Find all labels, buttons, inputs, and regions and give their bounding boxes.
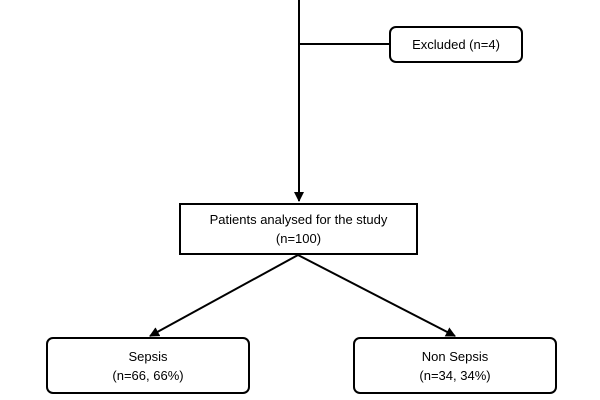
non-sepsis-count: (n=34, 34%) [419, 367, 491, 383]
sepsis-title: Sepsis [128, 348, 168, 364]
sepsis-box: Sepsis (n=66, 66%) [46, 337, 250, 394]
patients-analysed-box: Patients analysed for the study (n=100) [179, 203, 418, 255]
excluded-label: Excluded (n=4) [412, 37, 500, 52]
sepsis-arrow [149, 254, 299, 337]
excluded-box: Excluded (n=4) [389, 26, 523, 63]
sepsis-count: (n=66, 66%) [112, 367, 184, 383]
non-sepsis-box: Non Sepsis (n=34, 34%) [353, 337, 557, 394]
non-sepsis-arrow [297, 254, 456, 337]
non-sepsis-title: Non Sepsis [421, 348, 489, 364]
patients-analysed-title: Patients analysed for the study [209, 212, 388, 227]
patients-analysed-count: (n=100) [275, 231, 322, 246]
